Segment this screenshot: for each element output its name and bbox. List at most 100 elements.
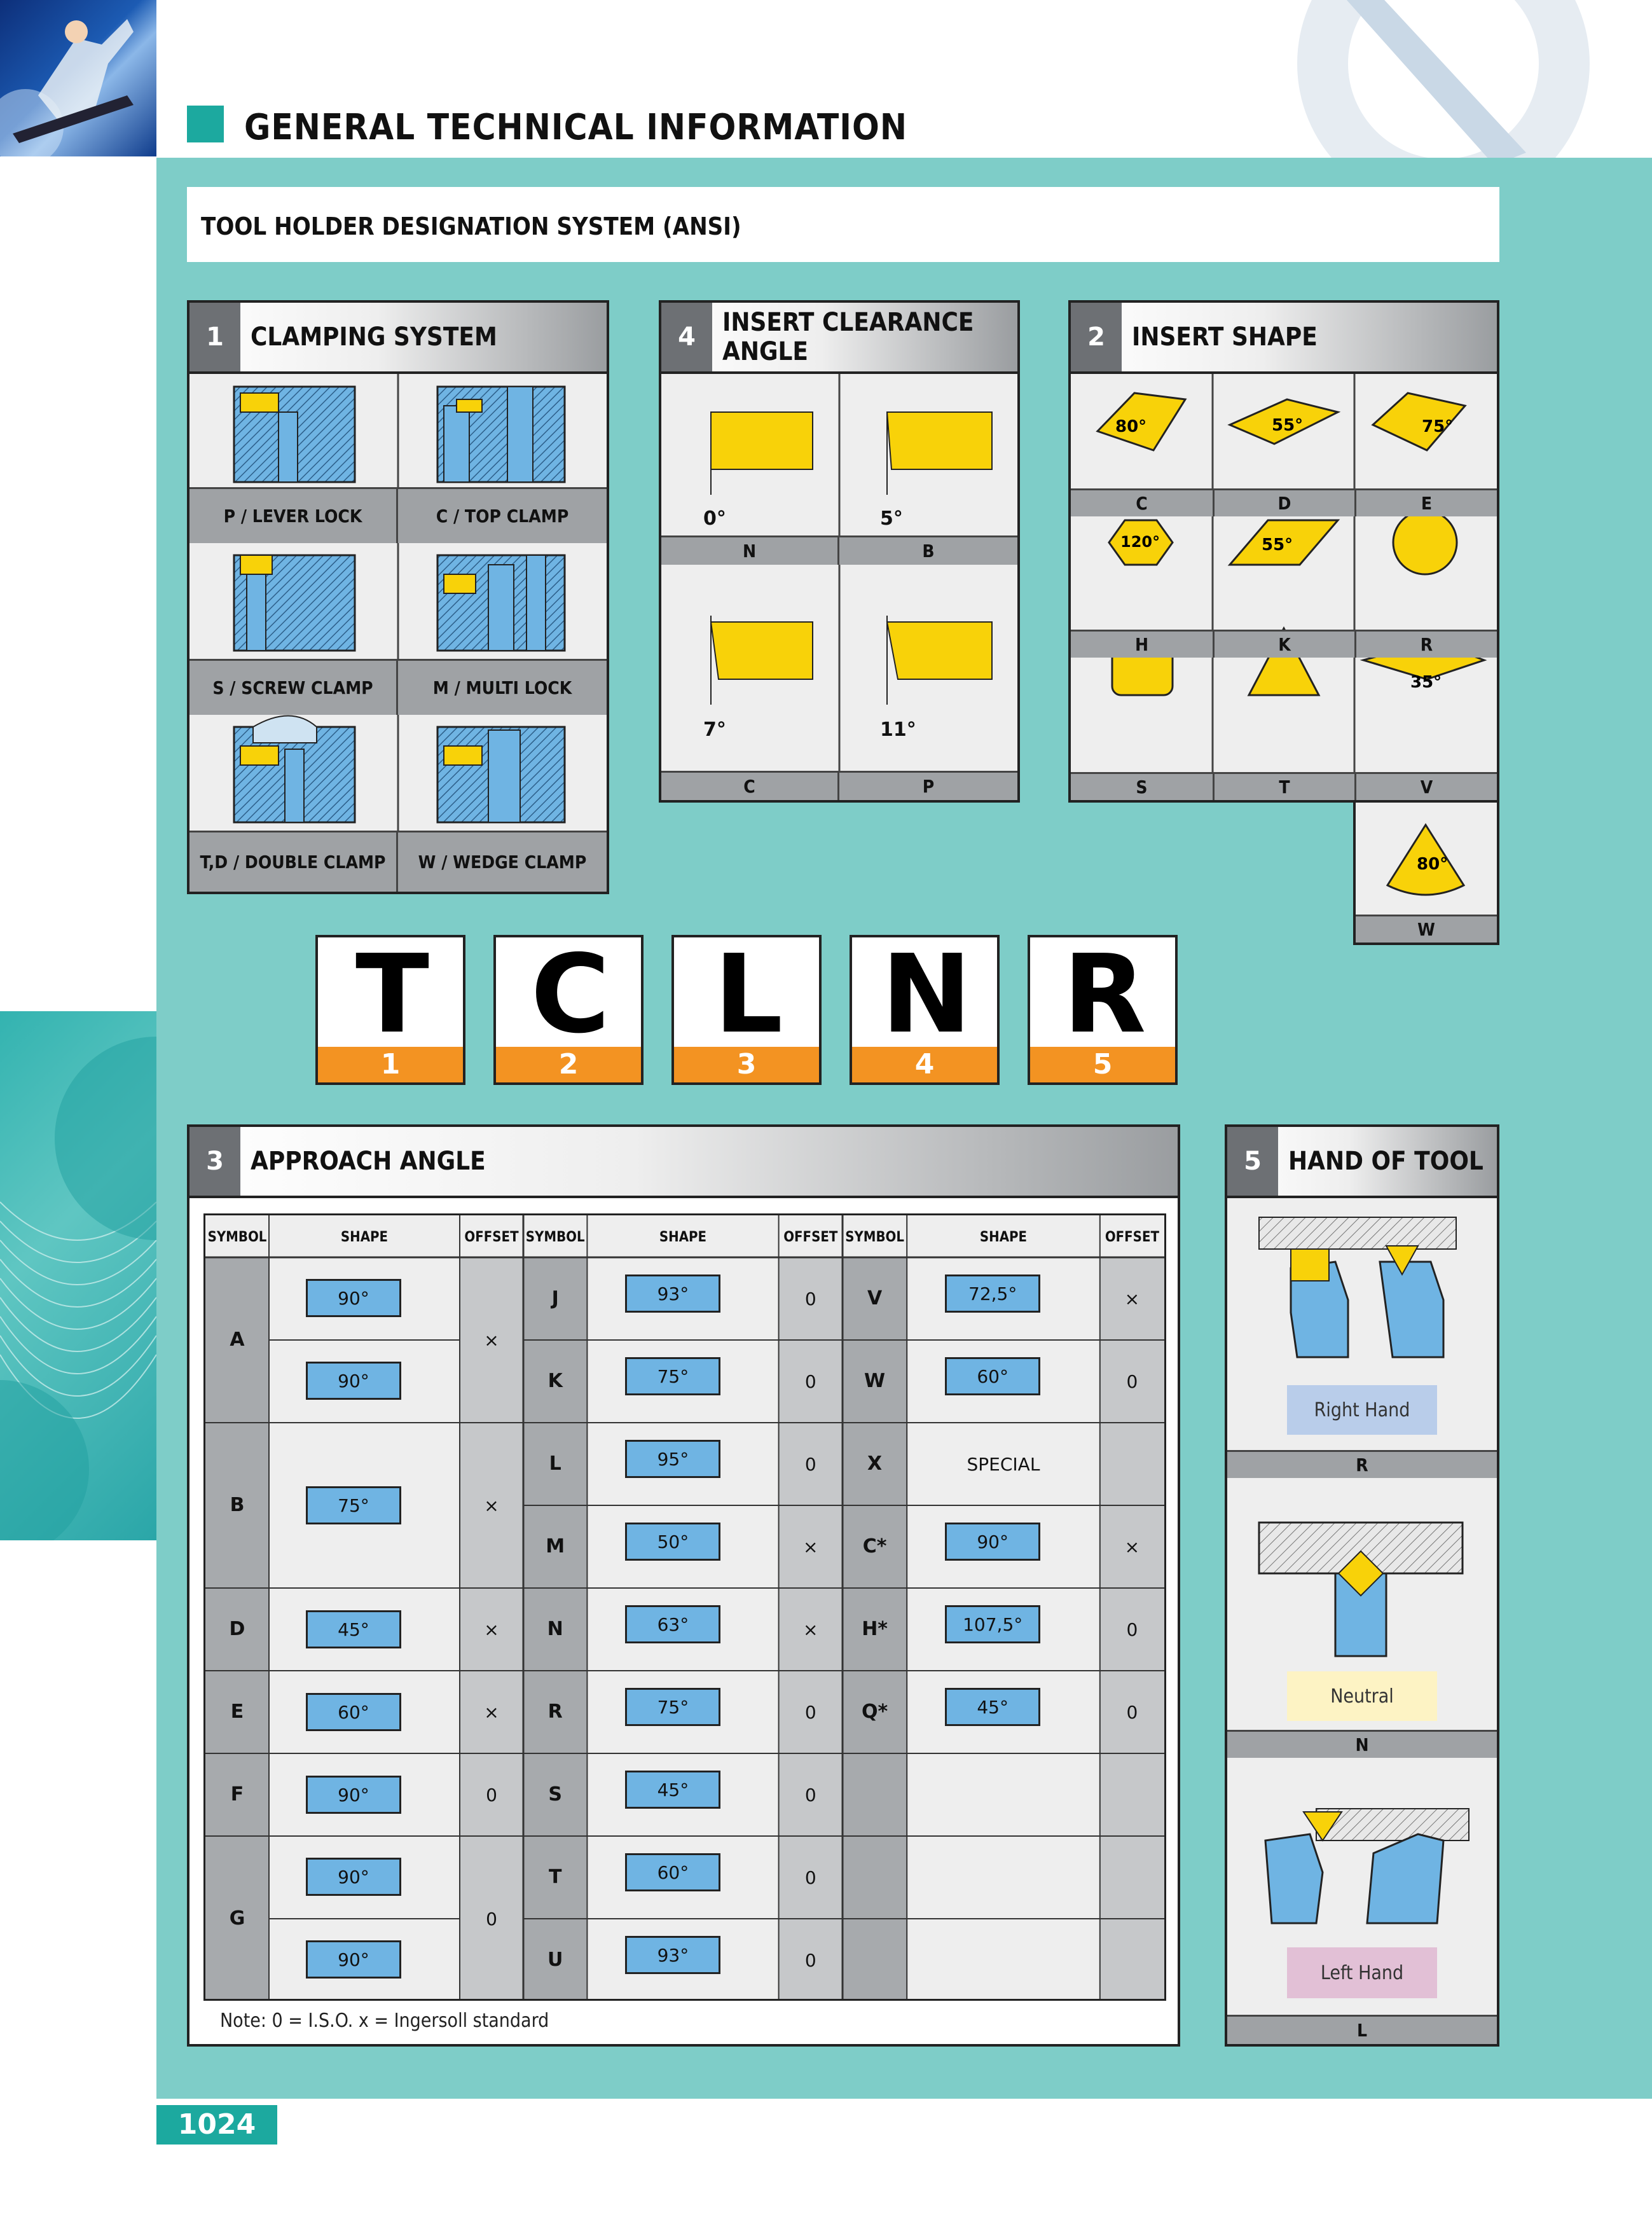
section-title: APPROACH ANGLE	[251, 1147, 486, 1176]
designation-number: 5	[1030, 1047, 1175, 1082]
designation-box-3: L 3	[671, 935, 822, 1085]
insert-code-w: W	[1356, 915, 1497, 943]
insert-code-v: V	[1354, 772, 1497, 800]
lever-lock-icon	[233, 385, 356, 483]
clearance-angle-c: 7°	[703, 719, 726, 741]
insert-h-angle: 120°	[1120, 533, 1160, 551]
page-title: GENERAL TECHNICAL INFORMATION	[244, 107, 908, 148]
approach-shape: 60°	[945, 1357, 1041, 1395]
approach-symbol-t: T	[548, 1866, 562, 1888]
approach-offset: ×	[484, 1495, 499, 1516]
approach-offset: 0	[804, 1454, 816, 1475]
insert-d-icon	[1227, 398, 1341, 445]
clamping-illustrations	[233, 374, 566, 892]
insert-code-k: K	[1213, 630, 1354, 658]
clamp-label-c: C / TOP CLAMP	[398, 487, 607, 543]
approach-offset: ×	[803, 1619, 818, 1640]
insert-e-icon	[1371, 392, 1467, 452]
approach-offset: ×	[1124, 1537, 1140, 1558]
clearance-code-p: P	[839, 771, 1017, 800]
clamp-label-m: M / MULTI LOCK	[398, 659, 607, 715]
approach-symbol-c-star: C*	[862, 1535, 887, 1558]
approach-shape: 45°	[625, 1771, 721, 1809]
hand-illustrations	[1258, 1217, 1470, 1924]
approach-offset: 0	[804, 1288, 816, 1309]
approach-offset: 0	[804, 1785, 816, 1806]
title-marker	[187, 106, 224, 142]
panel-header: 2 INSERT SHAPE	[1071, 303, 1497, 374]
screw-clamp-icon	[233, 554, 356, 652]
section-title: CLAMPING SYSTEM	[251, 322, 497, 352]
approach-offset: 0	[1126, 1702, 1138, 1723]
header-shape: SHAPE	[979, 1229, 1028, 1245]
insert-shape-panel: 2 INSERT SHAPE 80° 55° 75° 120° 55° 35° …	[1068, 300, 1499, 803]
left-hand-tool-icon	[1264, 1808, 1470, 1924]
approach-offset: ×	[484, 1330, 499, 1351]
header-shape: SHAPE	[659, 1229, 707, 1245]
panel-header: 4 INSERT CLEARANCE ANGLE	[661, 303, 1017, 374]
approach-shape: 63°	[625, 1605, 721, 1643]
header-shape: SHAPE	[340, 1229, 389, 1245]
approach-offset: 0	[804, 1950, 816, 1971]
designation-number: 2	[496, 1047, 641, 1082]
right-hand-tool-icon	[1258, 1217, 1457, 1358]
approach-symbol-k: K	[547, 1370, 563, 1392]
hand-label-right: Right Hand	[1287, 1385, 1437, 1435]
wedge-clamp-icon	[436, 726, 566, 824]
insert-k-icon	[1227, 519, 1340, 566]
designation-number: 4	[852, 1047, 997, 1082]
header-offset: OFFSET	[1105, 1229, 1159, 1245]
approach-shape: 90°	[306, 1279, 401, 1317]
approach-offset: 0	[486, 1909, 497, 1930]
designation-letter: R	[1063, 932, 1146, 1058]
insert-shape-w-cell: 80° W	[1353, 800, 1499, 945]
clearance-angle-p: 11°	[880, 719, 916, 741]
approach-offset: 0	[1126, 1371, 1138, 1392]
clearance-code-n: N	[661, 535, 839, 565]
designation-number: 3	[674, 1047, 819, 1082]
approach-shape: 90°	[306, 1362, 401, 1400]
approach-symbol-g: G	[229, 1907, 245, 1930]
clamping-system-panel: 1 CLAMPING SYSTEM	[187, 300, 609, 894]
insert-code-h: H	[1071, 630, 1213, 658]
header-symbol: SYMBOL	[845, 1229, 904, 1245]
approach-symbol-b: B	[230, 1494, 245, 1516]
panel-header: 3 APPROACH ANGLE	[189, 1127, 1178, 1198]
approach-symbol-u: U	[547, 1949, 563, 1971]
approach-offset: ×	[803, 1537, 818, 1558]
clearance-code-c: C	[661, 771, 839, 800]
designation-letter: N	[881, 932, 972, 1058]
designation-number: 1	[318, 1047, 463, 1082]
insert-d-angle: 55°	[1272, 416, 1304, 435]
designation-box-1: T 1	[315, 935, 465, 1085]
approach-shape: 90°	[306, 1776, 401, 1814]
insert-c-icon	[1096, 392, 1187, 452]
clearance-5-insert	[886, 411, 993, 495]
top-clamp-icon	[436, 385, 566, 483]
approach-symbol-f: F	[230, 1783, 244, 1806]
clamp-label-p: P / LEVER LOCK	[189, 487, 398, 543]
clearance-code-b: B	[839, 535, 1017, 565]
brand-logo-watermark	[1284, 0, 1602, 210]
page-number: 1024	[177, 2108, 256, 2141]
hand-code-r: R	[1227, 1450, 1497, 1478]
insert-code-t: T	[1213, 772, 1354, 800]
approach-offset: 0	[804, 1867, 816, 1888]
approach-symbol-s: S	[548, 1783, 562, 1806]
designation-box-4: N 4	[850, 935, 1000, 1085]
approach-shape-special: SPECIAL	[967, 1454, 1040, 1475]
approach-shape: 95°	[625, 1440, 721, 1478]
insert-clearance-angle-panel: 4 INSERT CLEARANCE ANGLE 0° 5° 7° 11° N …	[659, 300, 1020, 803]
hand-label-left: Left Hand	[1287, 1947, 1437, 1998]
insert-code-r: R	[1354, 630, 1497, 658]
header-symbol: SYMBOL	[207, 1229, 267, 1245]
hand-code-n: N	[1227, 1730, 1497, 1758]
section-title: INSERT SHAPE	[1132, 322, 1318, 352]
clamp-label-s: S / SCREW CLAMP	[189, 659, 398, 715]
approach-symbol-r: R	[547, 1701, 563, 1723]
approach-symbol-d: D	[229, 1618, 245, 1640]
panel-header: 1 CLAMPING SYSTEM	[189, 303, 607, 374]
approach-shape: 75°	[306, 1486, 401, 1524]
multi-lock-icon	[436, 554, 566, 652]
